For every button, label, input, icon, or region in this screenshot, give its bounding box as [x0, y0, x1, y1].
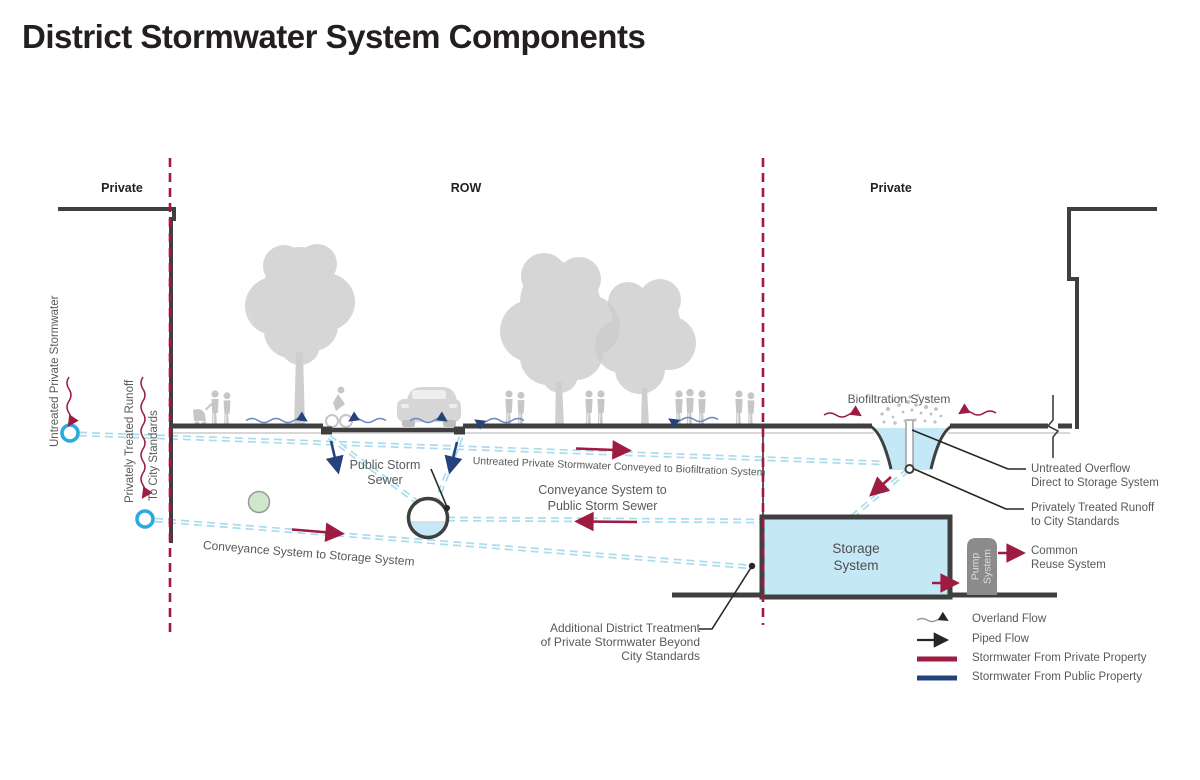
- privately-treated-runoff-label: Privately Treated Runoff: [124, 379, 136, 503]
- private-connection-circle: [135, 509, 155, 529]
- catch-basin: [321, 426, 332, 435]
- overland-flow-legend-icon: [916, 611, 949, 623]
- storm-sewer-circle: [406, 468, 450, 540]
- overflow-pipe: [905, 419, 914, 470]
- stroller-icon: [193, 403, 213, 427]
- common-reuse-label: Common Reuse System: [1031, 545, 1106, 571]
- zone-label-private-left: Private: [101, 181, 143, 195]
- biofiltration-system-label: Biofiltration System: [847, 392, 951, 406]
- pedestrian-icon: [735, 390, 743, 427]
- right-building: [1067, 207, 1157, 429]
- overland-flow-arrows: [245, 411, 719, 430]
- section-break-line: [1046, 395, 1060, 458]
- private-connection-circle: [60, 423, 80, 443]
- cyclist-icon: [325, 386, 353, 428]
- pedestrian-icon: [747, 392, 755, 427]
- green-marker-circle: [247, 490, 271, 514]
- untreated-private-stormwater-label: Untreated Private Stormwater: [49, 295, 61, 447]
- pump-system-label: Pump System: [969, 549, 994, 585]
- legend-item-piped-flow: Piped Flow: [972, 633, 1029, 645]
- zone-label-private-right: Private: [870, 181, 912, 195]
- storage-tank: [759, 514, 953, 600]
- planting-speckles: [880, 393, 943, 425]
- pedestrian-icon: [211, 390, 219, 427]
- flow-arrows: [291, 440, 1026, 593]
- zone-label-row: ROW: [450, 181, 482, 195]
- private-stormwater-legend-icon: [917, 656, 957, 662]
- untreated-overflow-label: Untreated Overflow Direct to Storage Sys…: [1031, 463, 1159, 489]
- catch-basin: [454, 426, 465, 435]
- pedestrian-icon: [223, 392, 231, 427]
- legend-item-private-property: Stormwater From Private Property: [972, 652, 1147, 664]
- pedestrian-icon: [686, 388, 694, 427]
- pedestrian-icon: [597, 390, 605, 427]
- additional-treatment-label: Additional District Treatment of Private…: [540, 621, 700, 663]
- legend-item-public-property: Stormwater From Public Property: [972, 671, 1142, 683]
- page-title: District Stormwater System Components: [22, 18, 646, 55]
- biofiltration-basin: [867, 393, 955, 474]
- legend-symbols: [916, 611, 957, 681]
- private-runoff-arrows: [66, 376, 997, 499]
- pedestrian-icon: [517, 391, 525, 427]
- car-icon: [397, 387, 461, 427]
- public-stormwater-legend-icon: [917, 675, 957, 681]
- storage-system-label: Storage System: [832, 541, 880, 573]
- tree-icon: [245, 244, 355, 427]
- public-storm-sewer-label: Public Storm Sewer: [349, 458, 421, 487]
- to-city-standards-label: To City Standards: [148, 410, 160, 501]
- pedestrian-icon: [585, 390, 593, 427]
- legend-item-overland-flow: Overland Flow: [972, 613, 1047, 625]
- leader-lines: [699, 429, 1026, 630]
- conveyance-public-label: Conveyance System to Public Storm Sewer: [538, 483, 667, 513]
- privately-treated-right-label: Privately Treated Runoff to City Standar…: [1031, 502, 1155, 528]
- tree-icon: [595, 279, 696, 427]
- pump-box: [967, 538, 997, 595]
- tree-icon: [500, 253, 620, 427]
- underdrain-outlet: [904, 464, 915, 474]
